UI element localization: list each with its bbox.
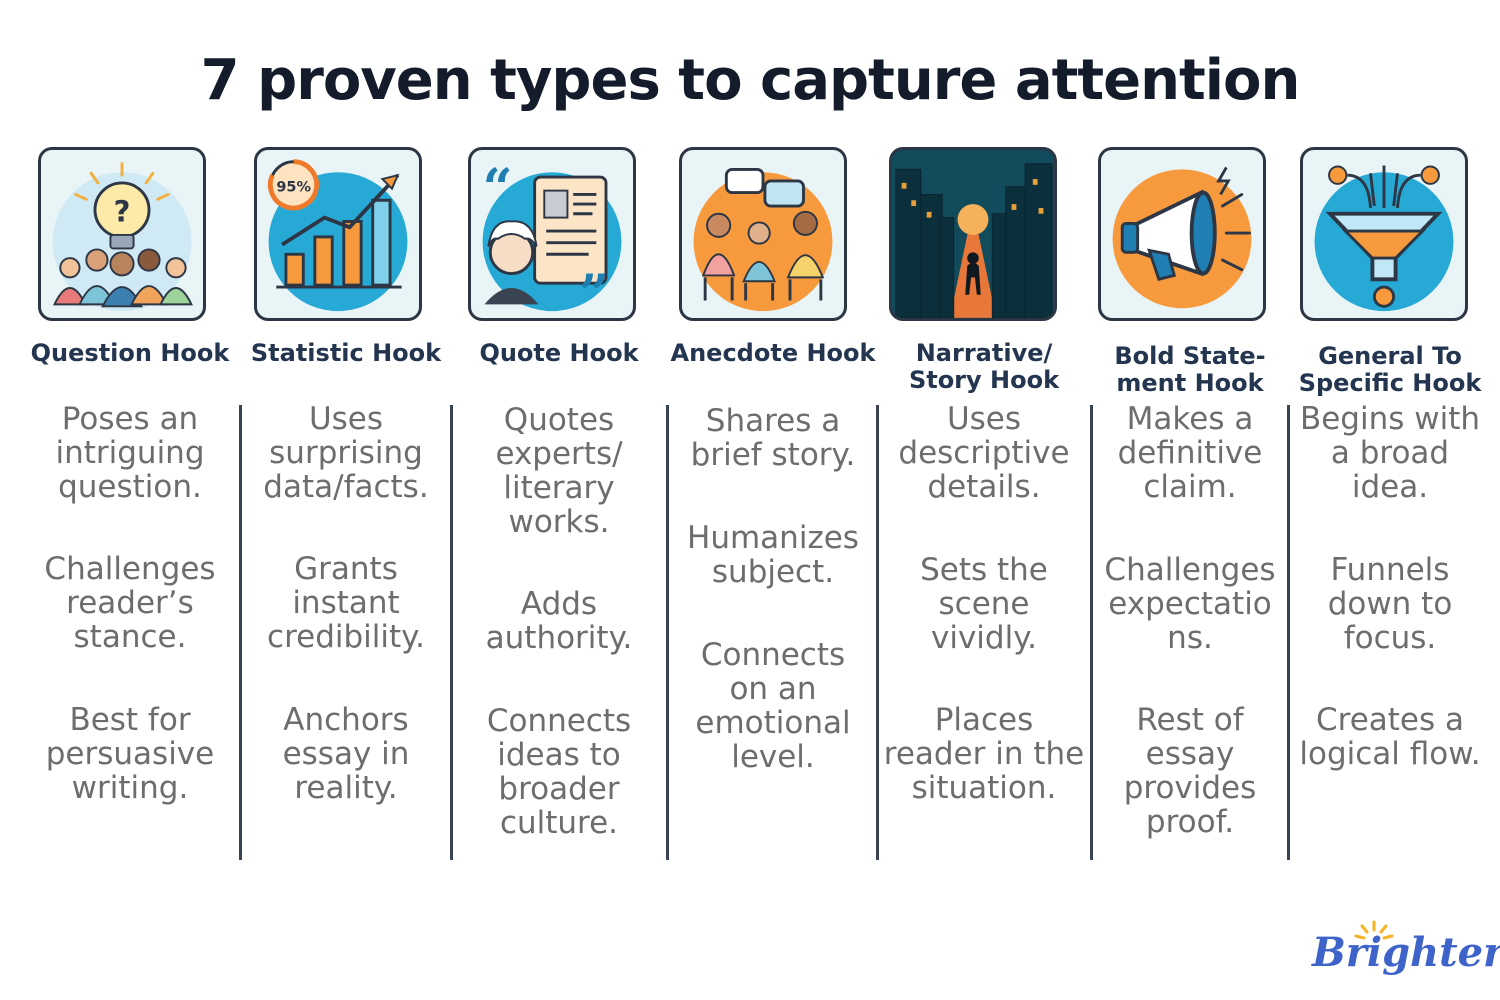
brand-name: Brighterly <box>1312 929 1500 976</box>
hook-title: Anecdote Hook <box>670 339 876 367</box>
svg-text:?: ? <box>114 194 131 228</box>
hook-point: Sets the scene vividly. <box>920 552 1048 656</box>
brand-logo: Brighterly <box>1312 918 1500 982</box>
hook-column-bold-statement: Bold State- ment Hook Makes a definitive… <box>1093 0 1287 1000</box>
hook-point: Rest of essay provides proof. <box>1123 702 1257 840</box>
hook-point: Connects on an emotional level. <box>695 637 851 775</box>
column-divider <box>666 405 669 860</box>
bar-chart-growth-icon: 95% <box>254 147 422 321</box>
hook-point: Quotes experts/ literary works. <box>495 402 623 540</box>
statistic-badge: 95% <box>276 180 311 196</box>
hook-point: Uses descriptive details. <box>898 401 1070 505</box>
hook-point: Humanizes subject. <box>687 520 859 590</box>
hook-point: Shares a brief story. <box>690 403 856 473</box>
hook-point: Adds authority. <box>485 586 633 656</box>
column-divider <box>450 405 453 860</box>
hook-title: Question Hook <box>30 339 230 367</box>
hook-point: Anchors essay in reality. <box>282 702 410 806</box>
hook-point: Places reader in the situation. <box>883 702 1085 806</box>
column-divider <box>1287 405 1290 860</box>
hook-column-general-to-specific: General To Specific Hook Begins with a b… <box>1290 0 1490 1000</box>
hook-point: Poses an intriguing question. <box>55 401 205 505</box>
people-conversation-icon <box>679 147 847 321</box>
hook-point: Best for persuasive writing. <box>45 702 215 806</box>
hook-point: Uses surprising data/facts. <box>263 401 429 505</box>
column-divider <box>1090 405 1093 860</box>
hook-point: Begins with a broad idea. <box>1299 401 1481 505</box>
hook-title: Narrative/ Story Hook <box>908 339 1060 394</box>
hook-column-question: ? Question Hook Poses an intriguing ques… <box>20 0 240 1000</box>
column-divider <box>876 405 879 860</box>
hook-title: Bold State- ment Hook <box>1114 342 1266 397</box>
funnel-icon <box>1300 147 1468 321</box>
hook-title: General To Specific Hook <box>1298 342 1482 397</box>
megaphone-icon <box>1098 147 1266 321</box>
hook-column-narrative: Narrative/ Story Hook Uses descriptive d… <box>879 0 1089 1000</box>
hook-title: Quote Hook <box>479 339 639 367</box>
page-title: 7 proven types to capture attention <box>200 48 1301 113</box>
hook-point: Challenges expectatio ns. <box>1104 552 1276 656</box>
hook-point: Grants instant credibility. <box>267 551 425 655</box>
svg-text:“: “ <box>483 158 513 219</box>
lightbulb-question-icon: ? <box>38 147 206 321</box>
hook-column-statistic: 95% Statistic Hook Uses surprising data/… <box>242 0 450 1000</box>
hook-point: Funnels down to focus. <box>1327 552 1453 656</box>
column-divider <box>239 405 242 860</box>
hook-point: Connects ideas to broader culture. <box>486 703 632 841</box>
sun-icon <box>1354 920 1394 940</box>
quote-scroll-icon: “ ” <box>468 147 636 321</box>
svg-text:”: ” <box>579 264 609 318</box>
hook-column-anecdote: Anecdote Hook Shares a brief story. Huma… <box>669 0 877 1000</box>
hook-title: Statistic Hook <box>250 339 442 367</box>
hook-point: Challenges reader’s stance. <box>44 551 216 655</box>
hook-point: Creates a logical flow. <box>1299 702 1481 772</box>
hook-column-quote: “ ” Quote Hook Quotes experts/ literary … <box>453 0 665 1000</box>
hook-point: Makes a definitive claim. <box>1117 401 1263 505</box>
city-scene-icon <box>889 147 1057 321</box>
